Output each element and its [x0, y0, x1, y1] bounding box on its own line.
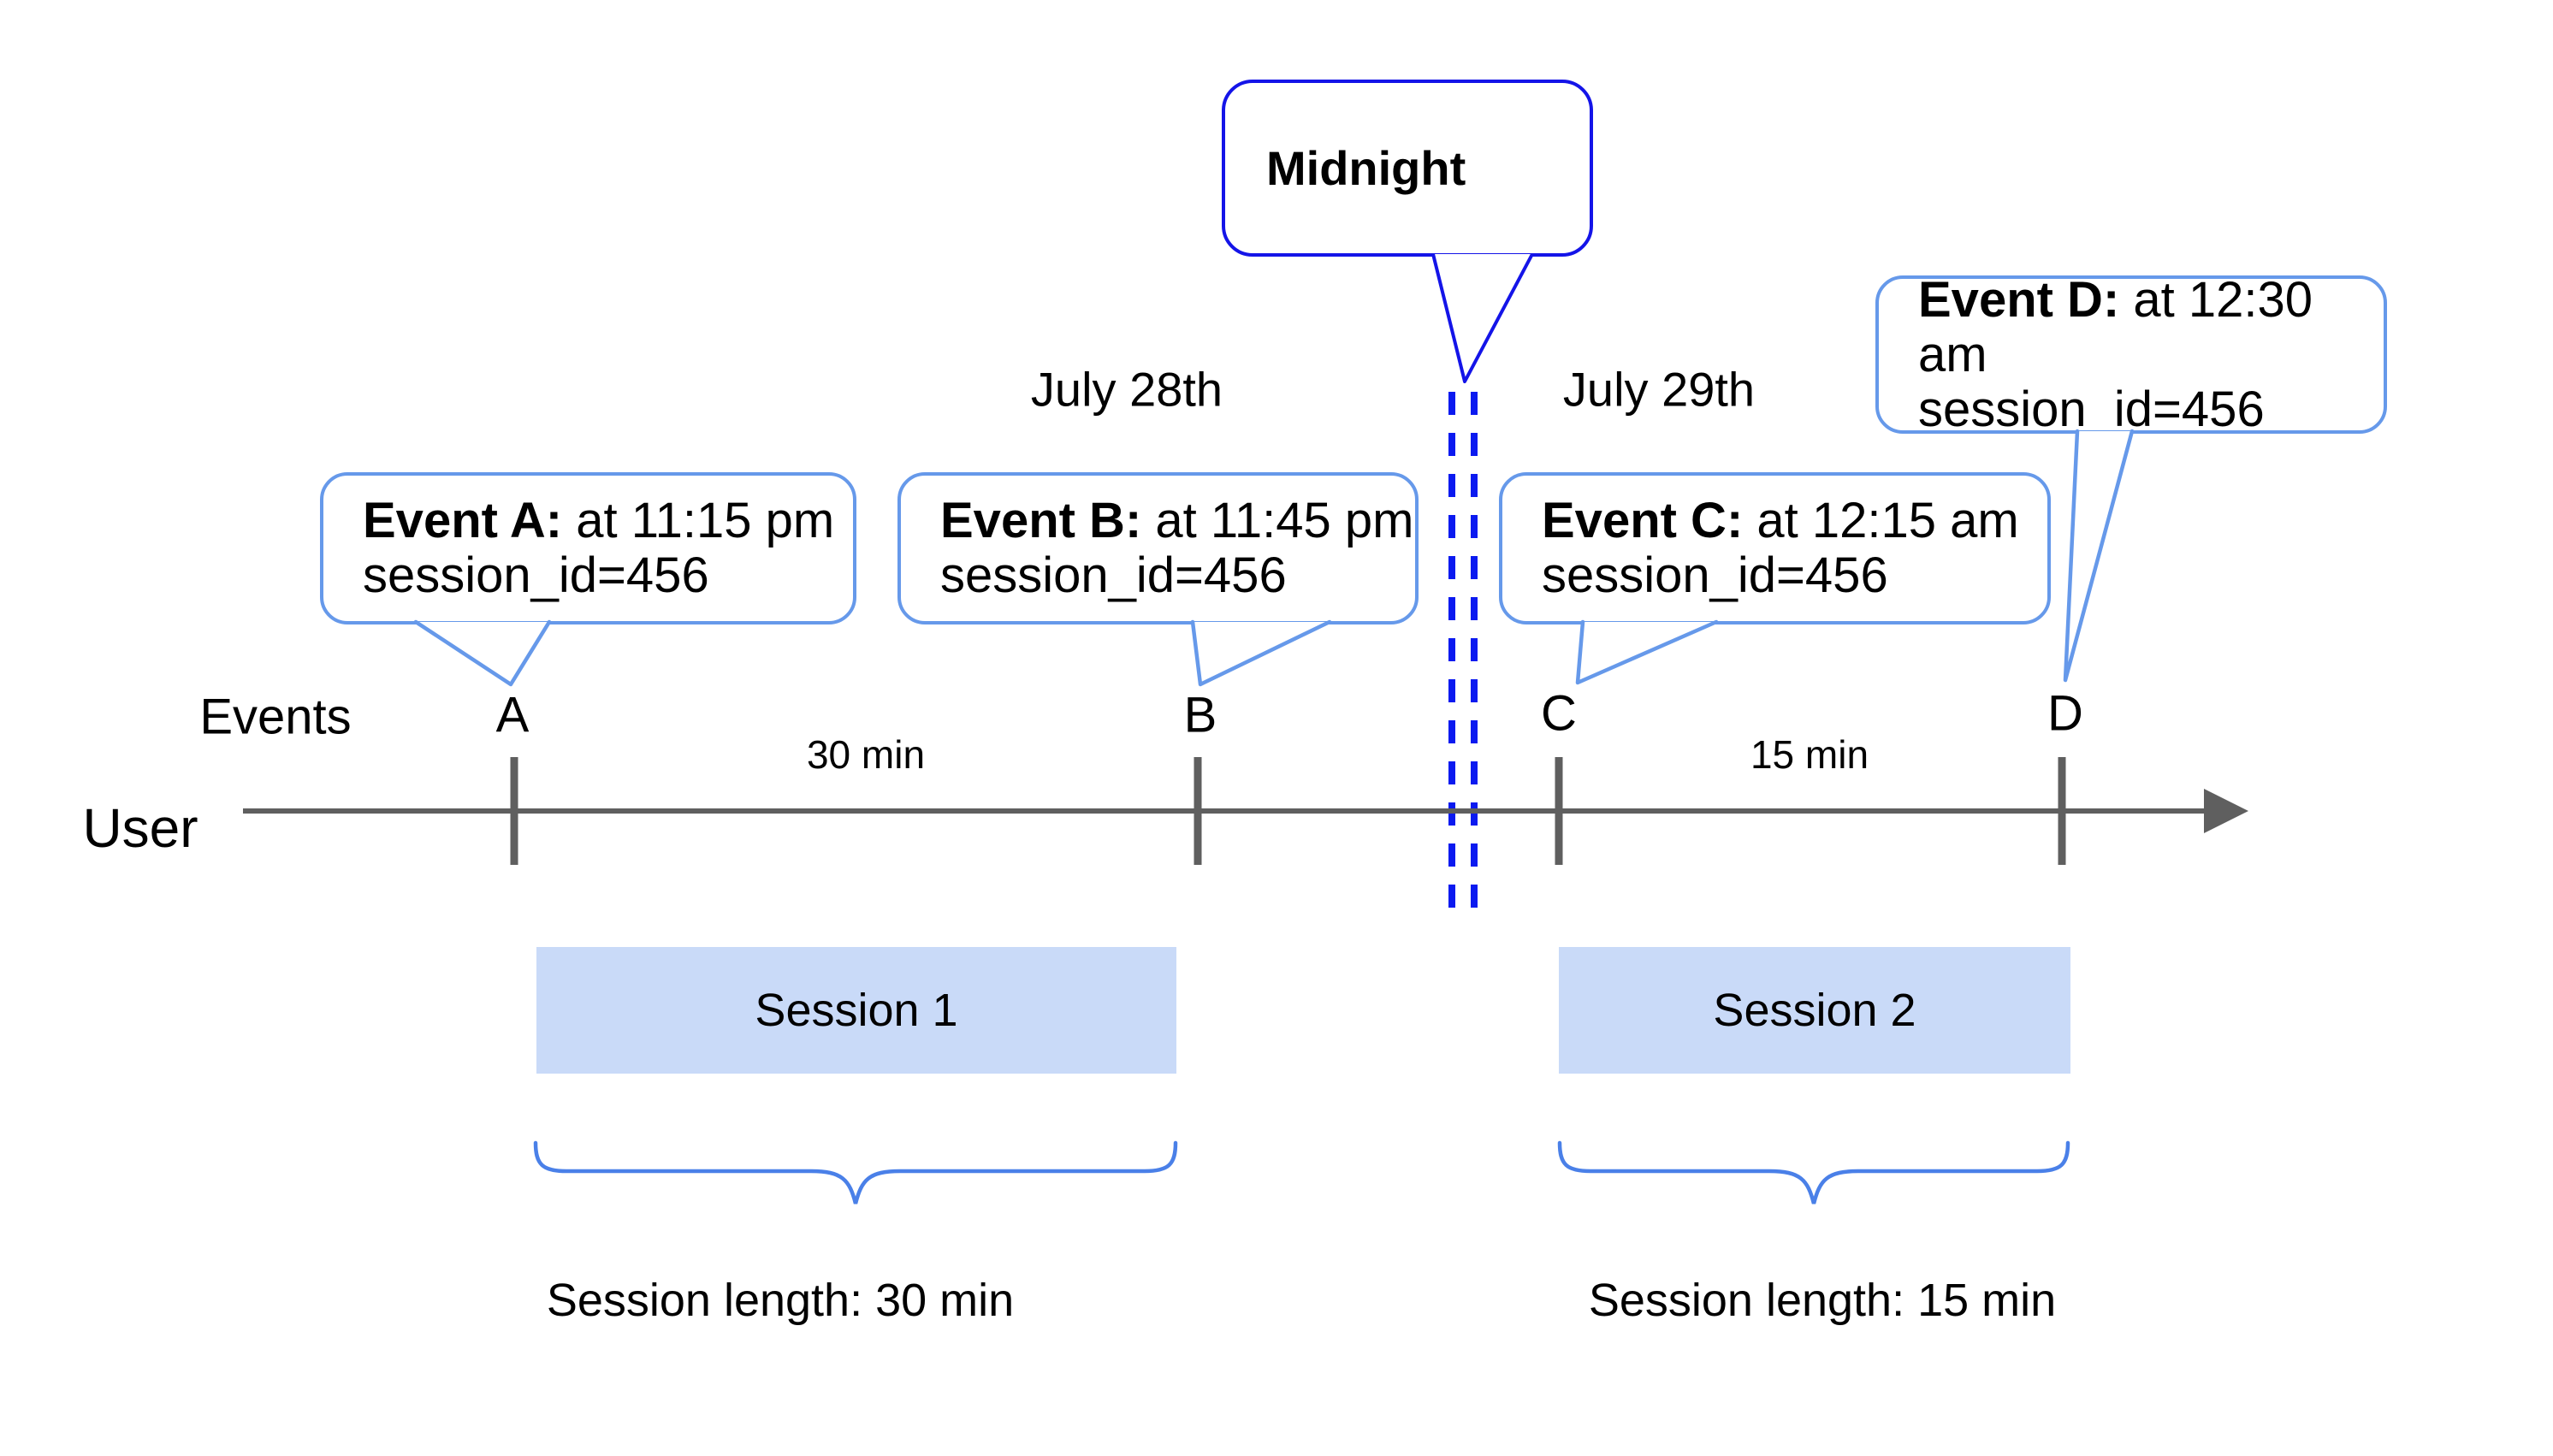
interval-label-30min: 30 min — [806, 732, 926, 777]
date-label-july-29: July 29th — [1562, 362, 1756, 417]
midnight-callout-tail — [1431, 253, 1534, 383]
events-axis-label: Events — [199, 689, 352, 745]
event-b-session-id: session_id=456 — [940, 547, 1287, 603]
event-c-callout-line1: Event C: at 12:15 am — [1542, 494, 2047, 548]
interval-label-15min: 15 min — [1750, 732, 1869, 777]
event-c-session-id: session_id=456 — [1542, 547, 1888, 603]
event-a-session-id: session_id=456 — [363, 547, 709, 603]
session-1-brace — [533, 1140, 1178, 1204]
tick-label-d: D — [2047, 685, 2083, 742]
event-b-callout-line1: Event B: at 11:45 pm — [940, 494, 1415, 548]
session-2-label: Session 2 — [1713, 985, 1916, 1036]
event-c-time: at 12:15 am — [1756, 493, 2019, 548]
event-d-session-id: session_id=456 — [1918, 381, 2265, 437]
tick-label-b: B — [1183, 687, 1217, 743]
event-c-callout: Event C: at 12:15 am session_id=456 — [1499, 472, 2051, 624]
tick-label-c: C — [1541, 685, 1577, 742]
event-c-callout-tail — [1575, 619, 1719, 685]
event-b-time: at 11:45 pm — [1155, 493, 1414, 548]
event-a-title: Event A: — [363, 493, 563, 548]
event-b-title: Event B: — [940, 493, 1142, 548]
event-a-callout-tail — [413, 619, 552, 687]
event-d-time: at 12:30 am — [1918, 271, 2313, 382]
user-axis-label: User — [82, 797, 198, 859]
event-c-title: Event C: — [1542, 493, 1744, 548]
event-a-callout-line1: Event A: at 11:15 pm — [363, 494, 853, 548]
event-d-callout-tail — [2063, 429, 2135, 683]
event-b-callout: Event B: at 11:45 pm session_id=456 — [897, 472, 1419, 624]
session-1-box: Session 1 — [536, 947, 1176, 1074]
session-2-box: Session 2 — [1559, 947, 2070, 1074]
timeline-arrowhead-icon — [2204, 789, 2248, 833]
session-2-brace — [1557, 1140, 2070, 1204]
event-b-callout-tail — [1190, 619, 1332, 687]
event-a-callout: Event A: at 11:15 pm session_id=456 — [320, 472, 856, 624]
event-a-time: at 11:15 pm — [576, 493, 835, 548]
tick-label-a: A — [495, 687, 530, 743]
session-2-length-label: Session length: 15 min — [1588, 1275, 2057, 1326]
midnight-callout-label: Midnight — [1266, 141, 1466, 195]
date-label-july-28: July 28th — [1030, 362, 1223, 417]
session-1-label: Session 1 — [755, 985, 958, 1036]
midnight-callout: Midnight — [1222, 80, 1593, 257]
event-d-title: Event D: — [1918, 271, 2120, 328]
session-1-length-label: Session length: 30 min — [546, 1275, 1015, 1326]
event-d-callout-line1: Event D: at 12:30 am — [1918, 271, 2384, 382]
event-d-callout: Event D: at 12:30 am session_id=456 — [1875, 271, 2387, 437]
